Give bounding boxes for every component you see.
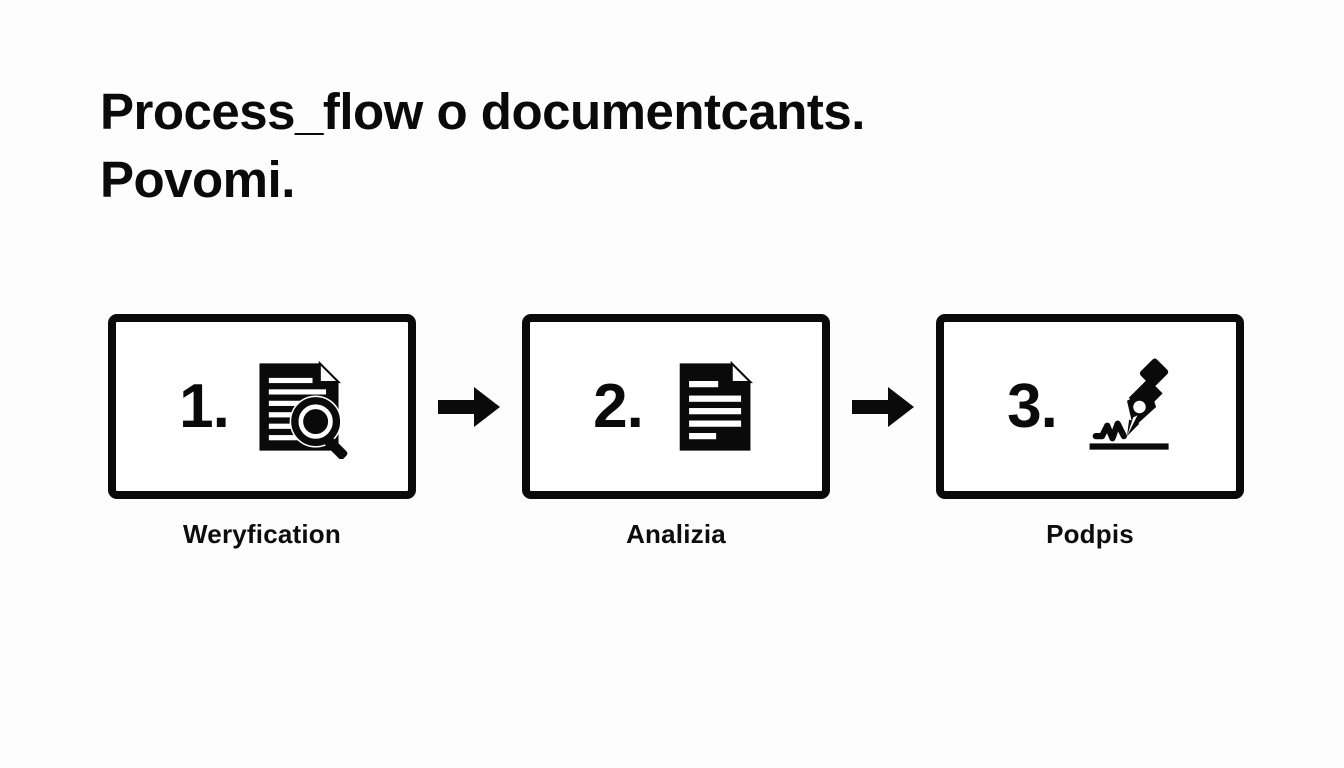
- flow-step-3-number: 3.: [1007, 371, 1058, 441]
- page-title-line-1: Process_flow o documentcants.: [100, 83, 865, 140]
- process-flow-diagram: 1.: [108, 314, 1244, 550]
- flow-step-1-number: 1.: [179, 371, 230, 441]
- flow-step-3-box[interactable]: 3.: [936, 314, 1244, 499]
- page-title-line-2: Povomi.: [100, 150, 295, 208]
- signature-pen-icon: [1075, 355, 1179, 459]
- flow-step-3-label: Podpis: [1046, 519, 1134, 549]
- flow-step-2-box[interactable]: 2.: [522, 314, 830, 499]
- document-lines-icon: [661, 355, 765, 459]
- flow-step-1-label: Weryfication: [183, 519, 341, 549]
- flow-step-3[interactable]: 3.: [936, 314, 1244, 550]
- flow-step-1-box[interactable]: 1.: [108, 314, 416, 499]
- flow-step-2-label: Analizia: [626, 519, 726, 549]
- document-magnifier-icon: [247, 355, 351, 459]
- flow-step-2[interactable]: 2. Analizia: [522, 314, 830, 550]
- arrow-right-icon: [429, 314, 509, 499]
- page-title: Process_flow o documentcants. Povomi.: [100, 78, 1200, 214]
- flow-step-1[interactable]: 1.: [108, 314, 416, 550]
- flow-step-2-number: 2.: [593, 371, 644, 441]
- arrow-right-icon: [843, 314, 923, 499]
